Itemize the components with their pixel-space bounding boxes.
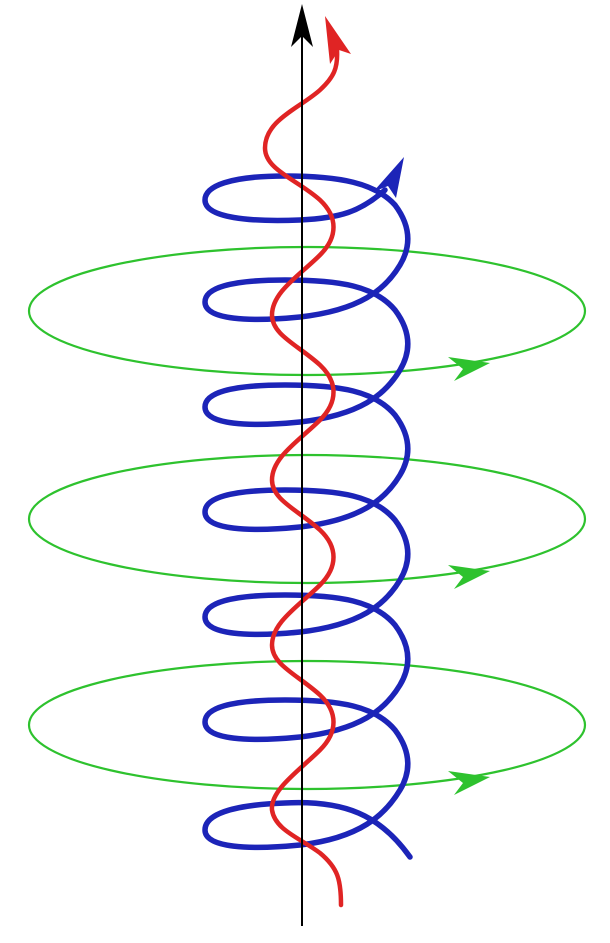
field-loop-bottom (27, 659, 587, 791)
field-loop-top (27, 245, 587, 377)
field-arrow-icon (448, 357, 490, 381)
field-loop-middle (27, 453, 587, 585)
helix-path (202, 173, 413, 860)
field-arrow-icon (448, 565, 490, 589)
wave (262, 47, 344, 908)
field-loops (27, 245, 587, 791)
field-arrow-icon (448, 771, 490, 795)
wave-path (262, 47, 344, 908)
field-loop-arrowheads (448, 357, 490, 795)
helix-arrow-icon (373, 157, 404, 198)
helix-coil (202, 173, 413, 860)
axis-arrow-icon (291, 4, 313, 47)
wave-arrow-icon (325, 16, 351, 64)
